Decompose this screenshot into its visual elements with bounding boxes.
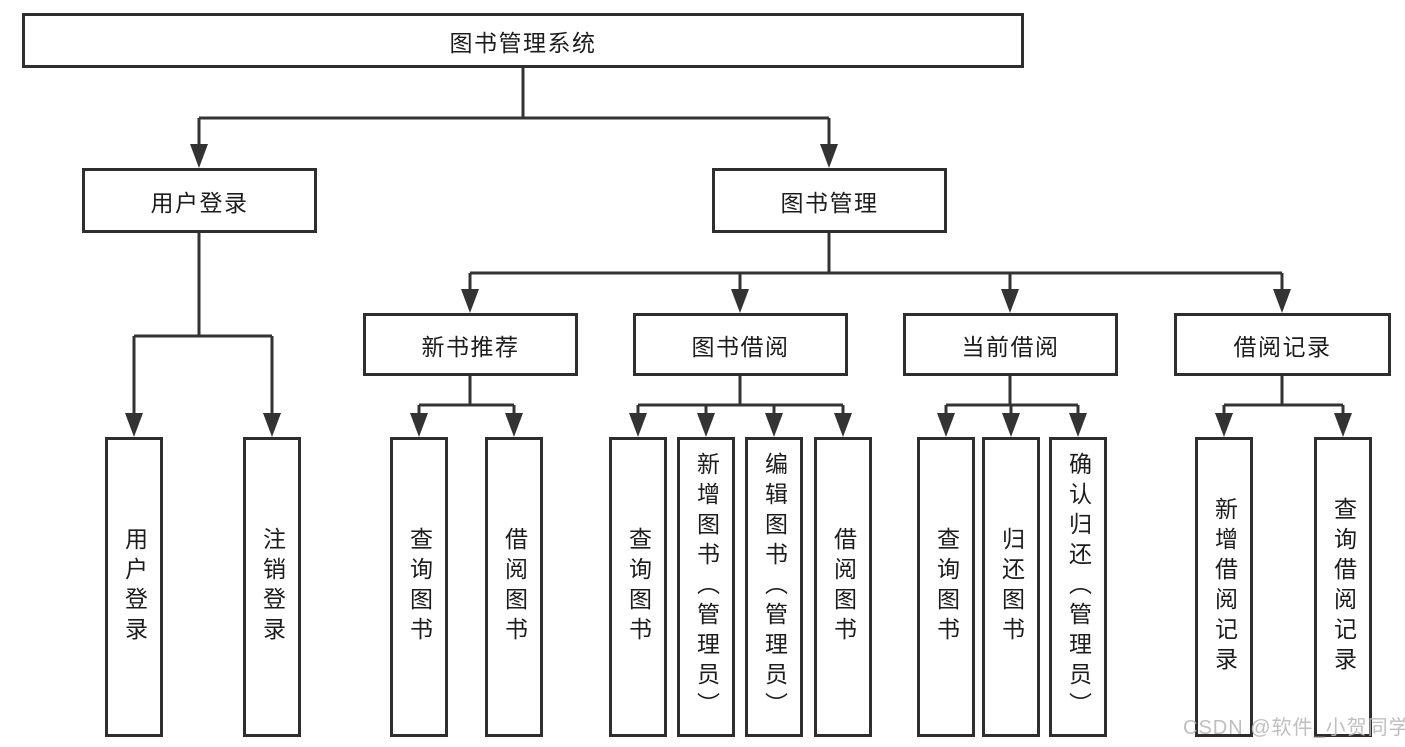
leaf-add-borrow-record: 新增借阅记录: [1195, 437, 1253, 737]
leaf-borrow-books-recommend: 借阅图书: [485, 437, 543, 737]
leaf-add-book-admin: 新增图书（管理员）: [677, 437, 735, 737]
leaf-edit-book-admin: 编辑图书（管理员）: [745, 437, 803, 737]
leaf-return-books: 归还图书: [982, 437, 1040, 737]
node-book-borrowing: 图书借阅: [633, 313, 848, 376]
leaf-confirm-return-admin: 确认归还（管理员）: [1049, 437, 1107, 737]
csdn-watermark: CSDN @软件_小贺同学: [1183, 717, 1405, 739]
leaf-borrow-books-borrowing: 借阅图书: [814, 437, 872, 737]
node-new-book-recommendation: 新书推荐: [363, 313, 578, 376]
leaf-query-borrow-record: 查询借阅记录: [1314, 437, 1372, 737]
leaf-query-books-current: 查询图书: [917, 437, 975, 737]
leaf-logout: 注销登录: [243, 437, 301, 737]
arrowhead-icons: [125, 144, 1352, 437]
node-current-borrowing: 当前借阅: [903, 313, 1118, 376]
leaf-user-login: 用户登录: [105, 437, 163, 737]
leaf-query-books-recommend: 查询图书: [390, 437, 448, 737]
node-book-management: 图书管理: [712, 168, 947, 233]
node-borrowing-records: 借阅记录: [1174, 313, 1391, 376]
leaf-query-books-borrowing: 查询图书: [609, 437, 667, 737]
node-user-login: 用户登录: [82, 168, 317, 233]
node-system-root: 图书管理系统: [22, 13, 1024, 68]
